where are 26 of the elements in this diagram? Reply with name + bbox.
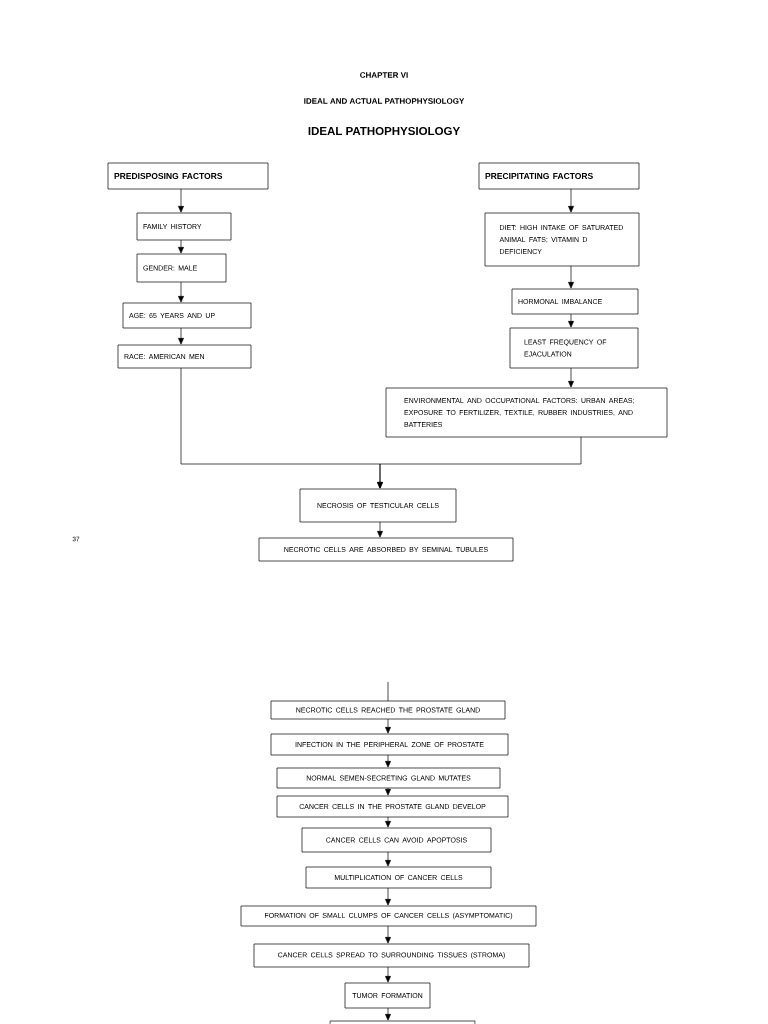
arrow <box>568 265 574 289</box>
arrow <box>568 313 574 328</box>
connector-line <box>387 681 389 702</box>
arrow <box>178 281 184 303</box>
section-heading: IDEAL AND ACTUAL PATHOPHYSIOLOGY <box>304 98 465 104</box>
title: IDEAL PATHOPHYSIOLOGY <box>308 126 460 136</box>
arrow <box>385 851 391 867</box>
arrow <box>385 787 391 796</box>
chapter-heading: CHAPTER VI <box>360 72 408 78</box>
arrow <box>178 239 184 254</box>
arrow <box>377 521 383 538</box>
arrow <box>385 816 391 828</box>
arrow <box>385 718 391 734</box>
empty-box <box>329 1020 476 1024</box>
arrow <box>385 754 391 768</box>
arrow <box>385 887 391 906</box>
arrow <box>178 327 184 345</box>
arrow <box>377 436 582 489</box>
arrow <box>568 188 574 213</box>
arrow <box>568 367 574 388</box>
arrow <box>178 188 184 213</box>
arrow <box>385 1007 391 1021</box>
heading-box: PRECIPITATING FACTORS <box>478 162 640 190</box>
arrow <box>385 966 391 983</box>
arrow <box>385 925 391 944</box>
heading-box: PREDISPOSING FACTORS <box>107 162 269 190</box>
